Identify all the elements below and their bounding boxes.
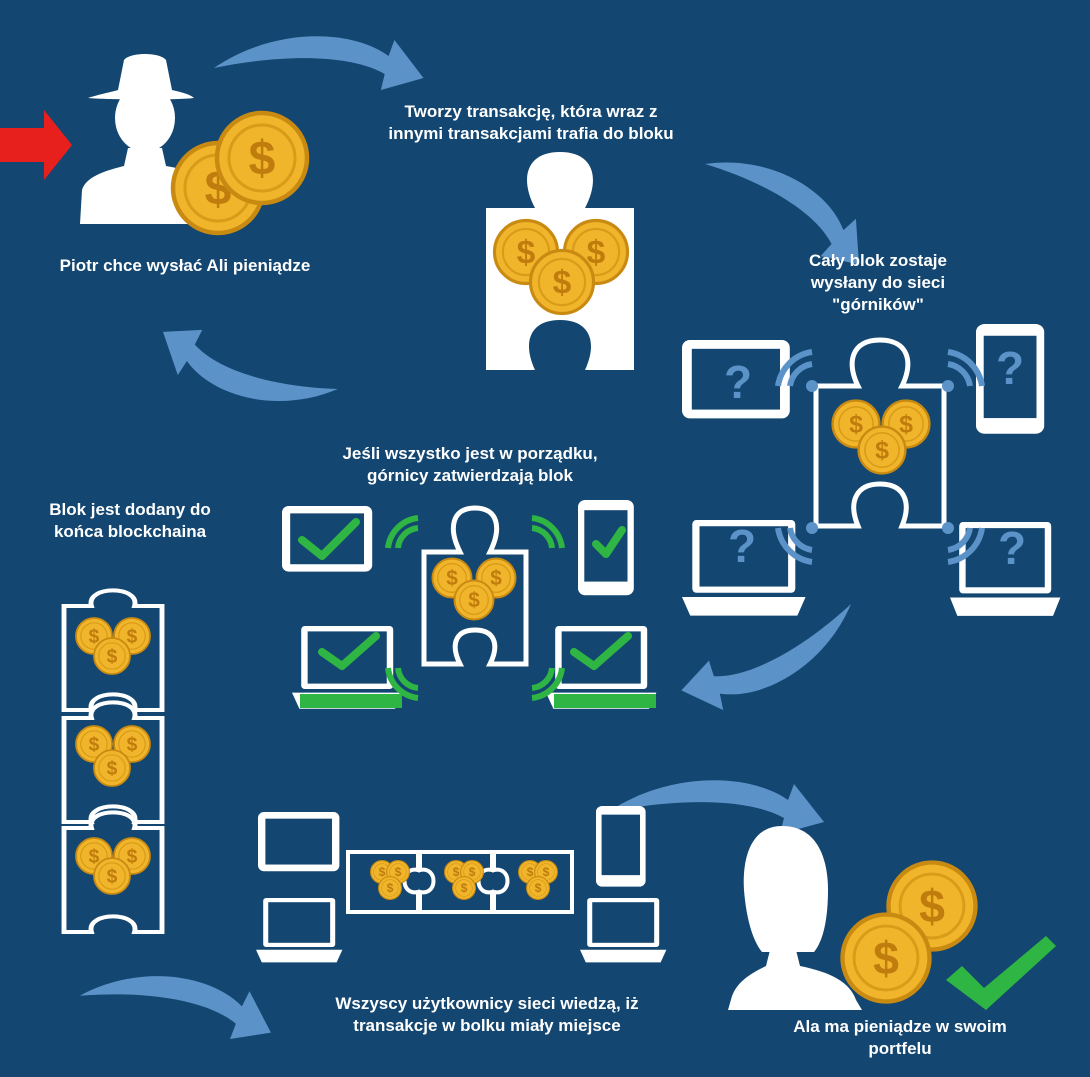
tablet-icon [282,506,373,572]
laptop-icon [580,898,667,963]
wifi-signal-icon [385,515,419,549]
coin-icon [378,876,402,900]
coin-icon [217,113,307,203]
step-label-chain: Blok jest dodany do końca blockchaina [49,500,211,541]
wifi-signal-icon [775,522,818,565]
coin-icon [526,876,550,900]
arrow-icon [214,36,424,90]
laptop-icon [256,898,343,963]
checkmark-icon [318,632,380,670]
coin-icon [453,579,495,621]
step-label-broadcast: Cały blok zostaje wysłany do sieci "górn… [809,251,947,314]
question-mark: ? [998,522,1026,574]
checkmark-icon [570,632,632,670]
woman-silhouette-icon [728,826,862,1010]
coin-icon [857,425,907,475]
puzzle-block-icon [346,850,574,914]
coin-icon [528,248,596,316]
arrow-icon [76,964,277,1045]
wifi-signal-icon [942,349,985,392]
step-label-recipient: Ala ma pieniądze w swoim portfelu [793,1017,1007,1058]
phone-icon [596,806,646,887]
coin-icon [93,637,131,675]
arrow-icon [152,320,344,420]
step-label-sender: Piotr chce wysłać Ali pieniądze [59,256,311,275]
checkmark-icon [592,526,626,558]
question-mark: ? [996,342,1024,394]
wifi-signal-icon [942,522,985,565]
question-mark: ? [724,356,752,408]
wifi-signal-icon [531,667,565,701]
wifi-signal-icon [385,667,419,701]
coin-icon [452,876,476,900]
checkmark-icon [946,936,1056,1010]
arrow-icon [0,110,72,180]
wifi-signal-icon [775,349,818,392]
step-label-validation: Jeśli wszystko jest w porządku, górnicy … [342,444,598,485]
tablet-icon [258,812,340,872]
coin-icon [93,857,131,895]
coin-icon [843,915,930,1002]
step-label-transaction: Tworzy transakcję, która wraz z innymi t… [388,102,674,143]
wifi-signal-icon [531,515,565,549]
step-label-distribution: Wszyscy użytkownicy sieci wiedzą, iż tra… [335,994,639,1035]
question-mark: ? [728,520,756,572]
coin-icon [93,749,131,787]
puzzle-block-icon [421,505,529,667]
checkmark-icon [298,518,360,560]
